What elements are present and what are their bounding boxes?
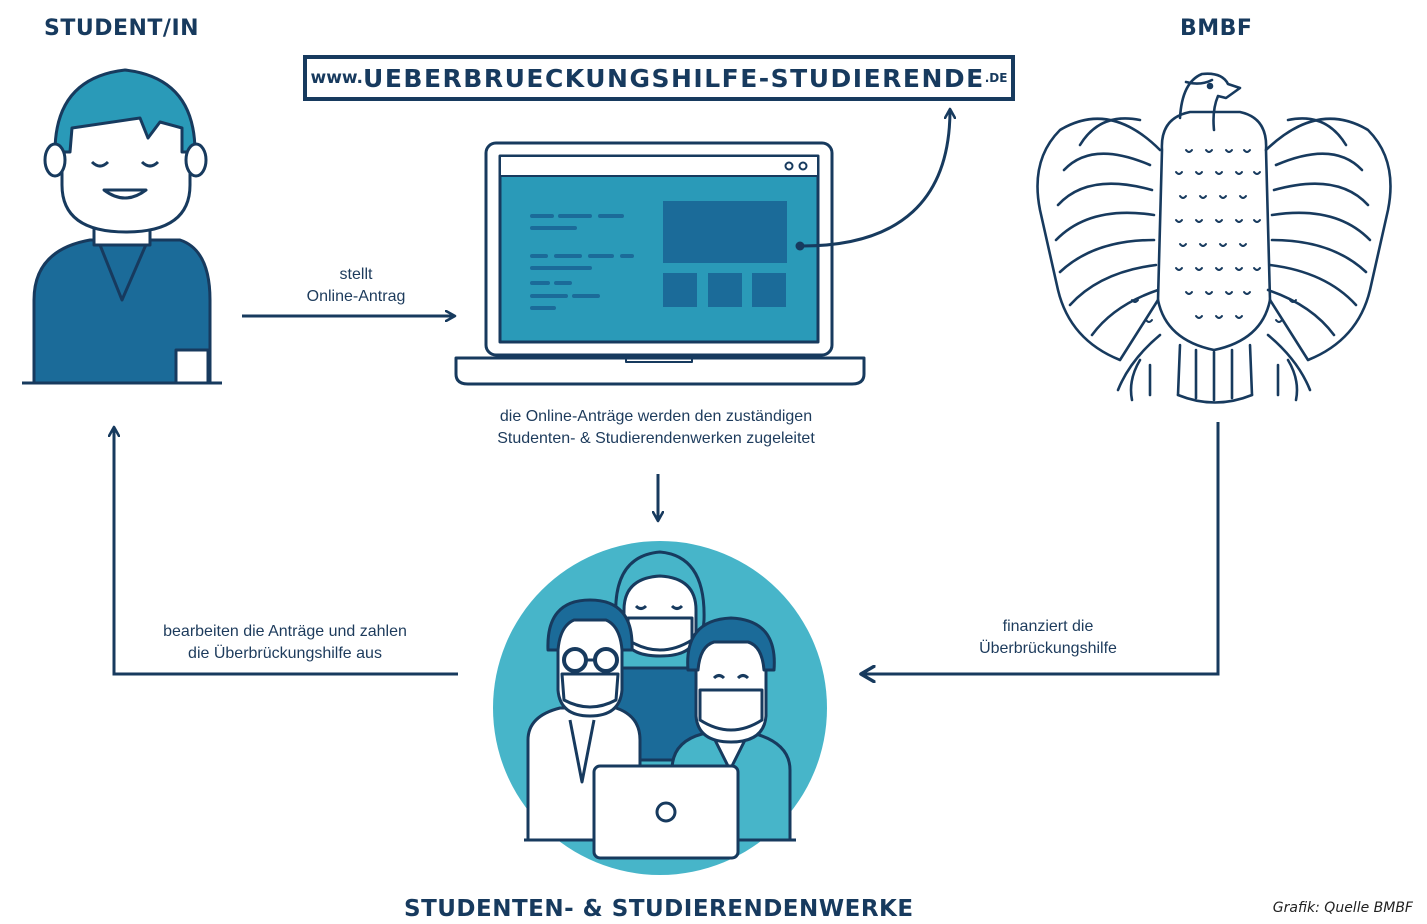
label-zugeleitet: die Online-Anträge werden den zuständige… [446, 406, 866, 450]
student-heading: STUDENT/IN [44, 16, 200, 41]
arrow-to-website [801, 110, 950, 248]
label-online-antrag-line1: stellt [339, 266, 373, 283]
label-online-antrag: stellt Online-Antrag [286, 264, 426, 308]
label-zugeleitet-line1: die Online-Anträge werden den zuständige… [499, 408, 813, 425]
label-finanziert: finanziert die Überbrückungshilfe [948, 616, 1148, 660]
laptop-icon [454, 141, 866, 386]
arrow-to-werke-from-bmbf [862, 422, 1220, 674]
eagle-icon [1036, 72, 1392, 404]
credit-text: Grafik: Quelle BMBF [1272, 900, 1413, 916]
url-prefix: www. [310, 68, 364, 88]
label-bearbeiten-line1: bearbeiten die Anträge und zahlen [163, 623, 407, 640]
label-finanziert-line2: Überbrückungshilfe [979, 640, 1117, 657]
werke-heading: STUDENTEN- & STUDIERENDENWERKE [404, 896, 914, 922]
url-domain: UEBERBRUECKUNGSHILFE-STUDIERENDE [363, 63, 985, 93]
label-bearbeiten: bearbeiten die Anträge und zahlen die Üb… [130, 621, 440, 665]
label-zugeleitet-line2: Studenten- & Studierendenwerken zugeleit… [497, 430, 815, 447]
student-icon [22, 68, 222, 385]
laptop-link-dot [795, 241, 805, 251]
label-bearbeiten-line2: die Überbrückungshilfe aus [188, 645, 382, 662]
url-tld: .DE [984, 71, 1008, 85]
website-url-box: www. UEBERBRUECKUNGSHILFE-STUDIERENDE .D… [303, 55, 1015, 101]
bmbf-heading: BMBF [1180, 16, 1253, 41]
label-online-antrag-line2: Online-Antrag [306, 288, 406, 305]
arrow-to-student [114, 428, 458, 676]
label-finanziert-line1: finanziert die [1002, 618, 1094, 635]
team-icon [493, 541, 827, 875]
